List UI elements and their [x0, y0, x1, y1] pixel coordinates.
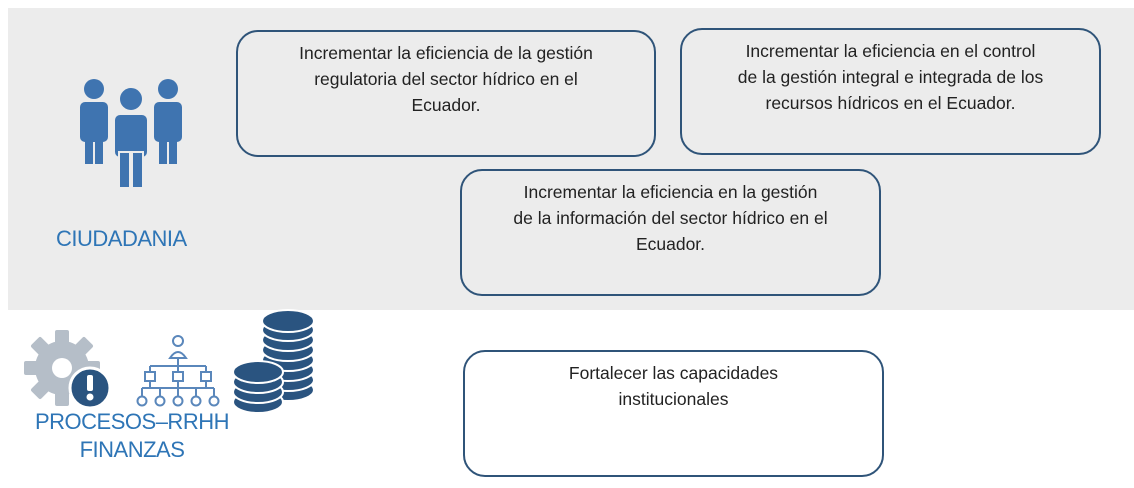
org-chart-icon [136, 335, 220, 407]
objective-box: Incrementar la eficiencia en la gestión … [460, 169, 881, 296]
objective-text-line: institucionales [618, 389, 729, 409]
procesos-label-line: PROCESOS–RRHH [35, 409, 229, 434]
ciudadania-label: CIUDADANIA [56, 226, 187, 251]
objective-box: Fortalecer las capacidades institucional… [463, 350, 884, 477]
objective-text-line: Incrementar la eficiencia en la gestión [523, 182, 818, 202]
gear-warning-icon [24, 330, 112, 410]
objective-text-line: Incrementar la eficiencia de la gestión [299, 43, 593, 63]
finanzas-label-line: FINANZAS [79, 437, 185, 462]
objective-text-line: Ecuador. [411, 95, 481, 115]
objective-box: Incrementar la eficiencia de la gestión … [236, 30, 656, 157]
objective-text-line: regulatoria del sector hídrico en el [314, 69, 578, 89]
people-group-icon [80, 79, 182, 189]
objective-text-line: de la gestión integral e integrada de lo… [737, 67, 1044, 87]
objective-box: Incrementar la eficiencia en el control … [680, 28, 1101, 155]
procesos-finanzas-label: PROCESOS–RRHH FINANZAS [22, 408, 242, 464]
objective-text-line: recursos hídricos en el Ecuador. [765, 93, 1016, 113]
objective-text-line: de la información del sector hídrico en … [513, 208, 828, 228]
coins-icon [232, 309, 315, 414]
objective-text-line: Ecuador. [635, 234, 706, 254]
objective-text-line: Incrementar la eficiencia en el control [745, 41, 1036, 61]
objective-text-line: Fortalecer las capacidades [568, 363, 779, 383]
